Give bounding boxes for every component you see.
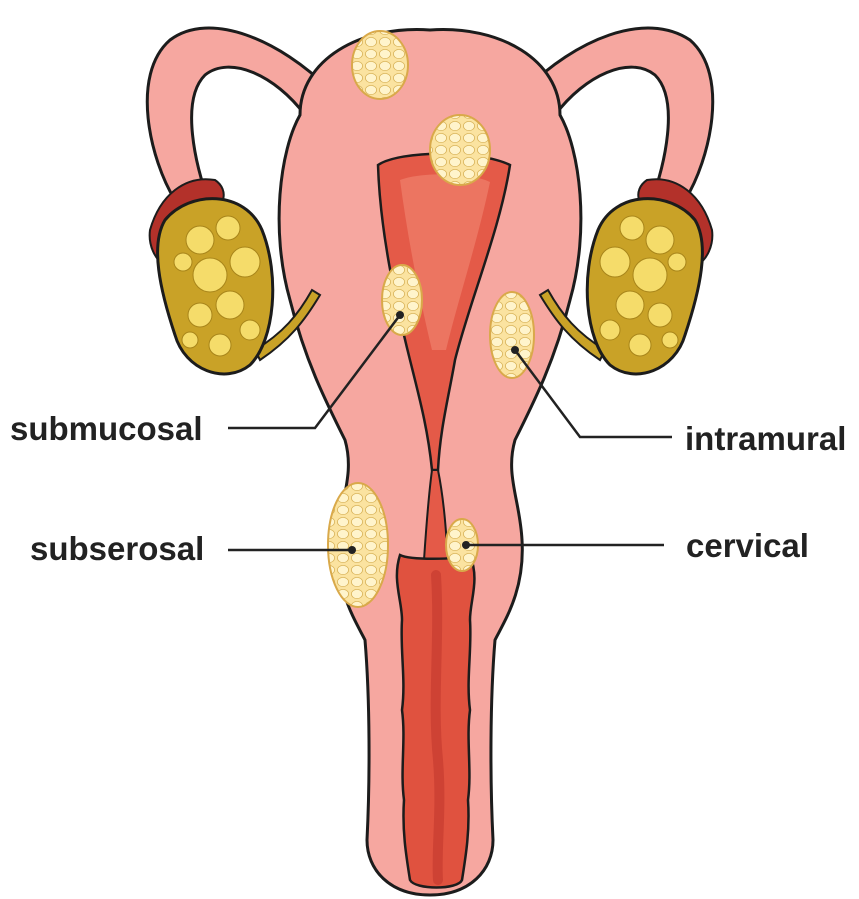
fibroid-pedunculated-top — [352, 31, 408, 99]
dot-submucosal — [396, 311, 404, 319]
fibroid-cavity-top — [430, 115, 490, 185]
dot-cervical — [462, 541, 470, 549]
label-submucosal: submucosal — [10, 410, 203, 447]
label-intramural: intramural — [685, 420, 846, 457]
dot-intramural — [511, 346, 519, 354]
label-subserosal: subserosal — [30, 530, 204, 567]
dot-subserosal — [348, 546, 356, 554]
label-cervical: cervical — [686, 527, 809, 564]
fibroid-submucosal — [382, 265, 422, 335]
fibroid-subserosal — [328, 483, 388, 607]
vaginal-fold — [436, 575, 440, 880]
